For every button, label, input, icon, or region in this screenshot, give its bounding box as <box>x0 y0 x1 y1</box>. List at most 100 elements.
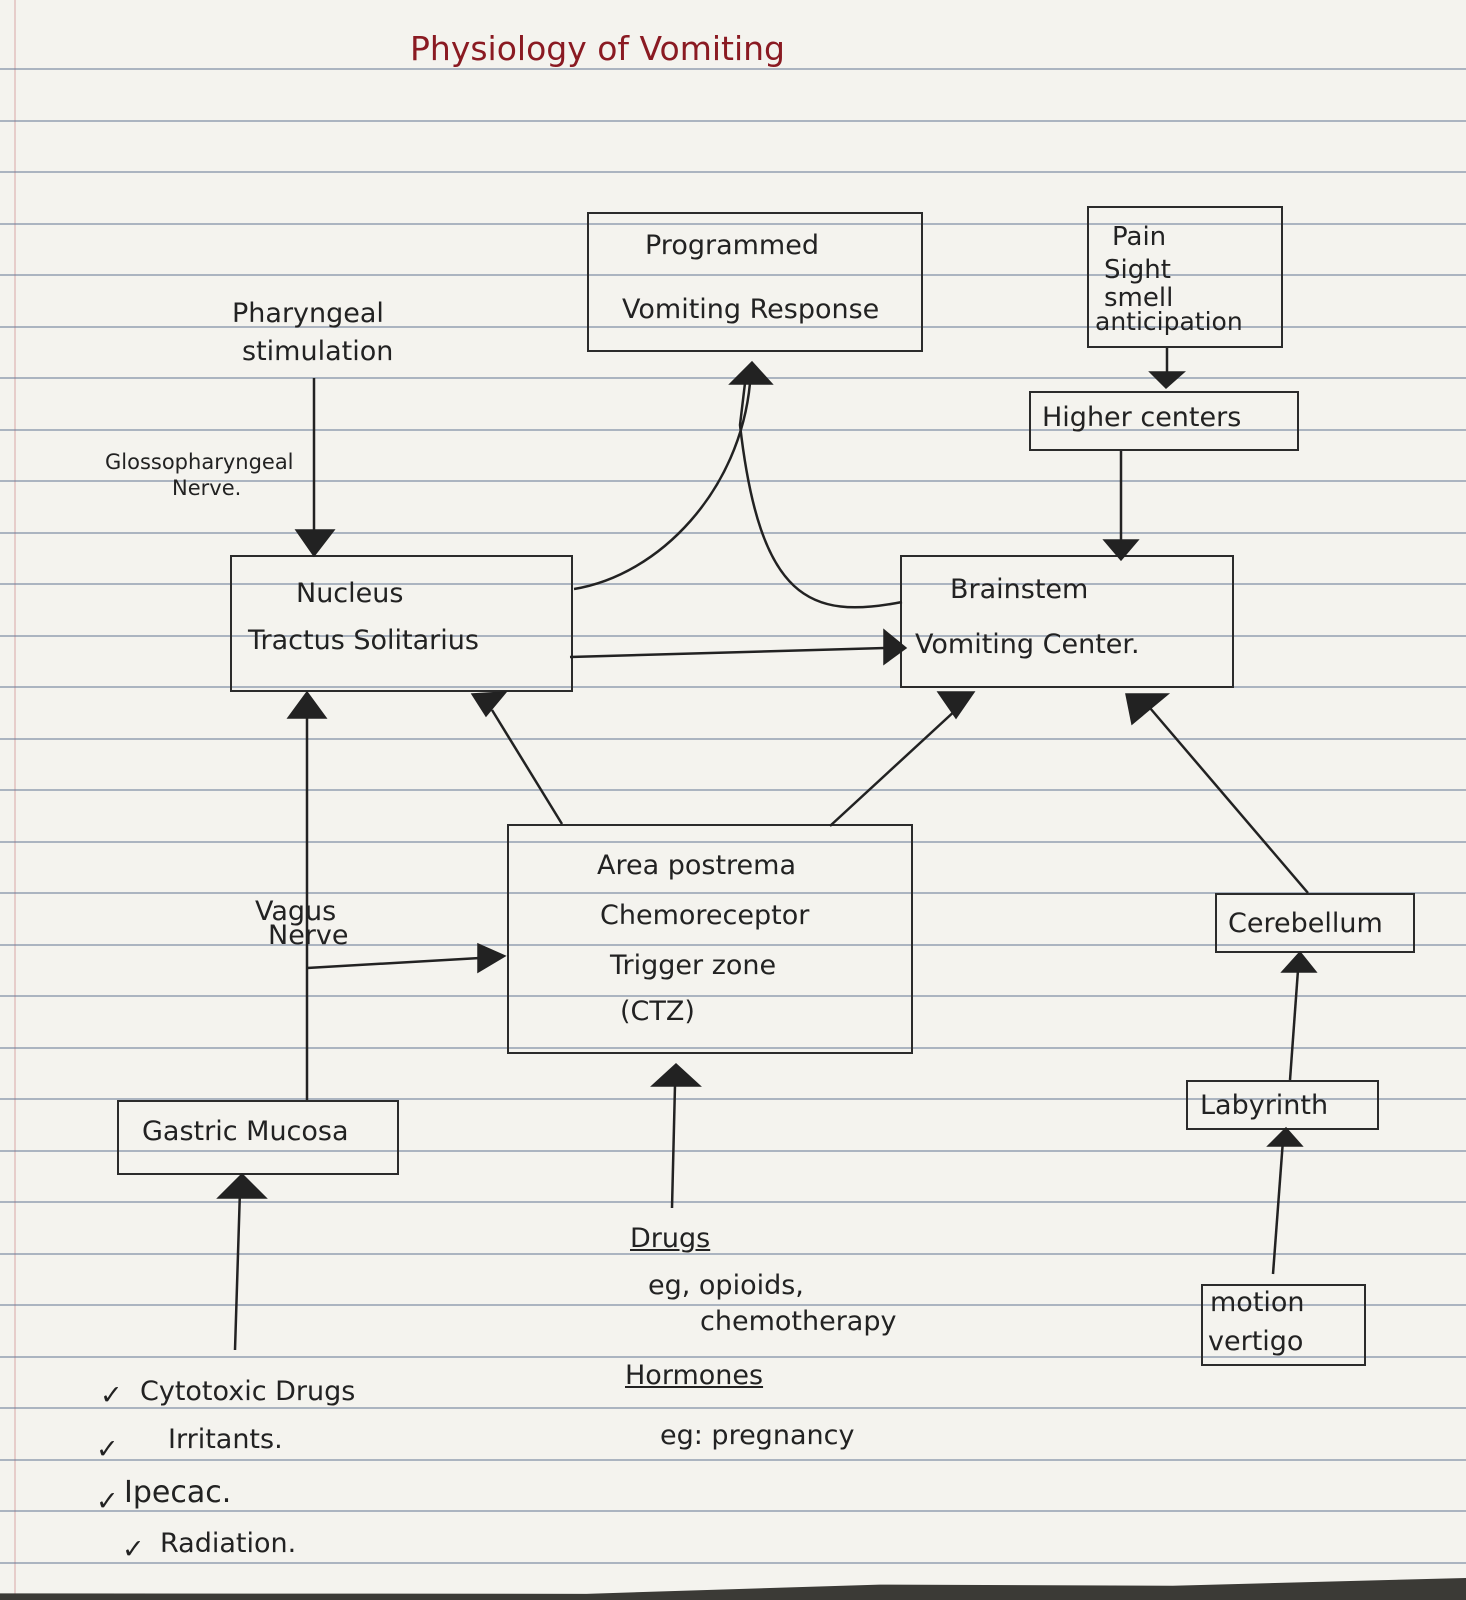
arrowhead-down-nts <box>294 529 336 558</box>
ruled-line <box>0 686 1466 688</box>
arrowhead-up-bvc-right <box>1125 693 1171 726</box>
ruled-line <box>0 68 1466 70</box>
pharyngeal-label-line1: Pharyngeal <box>232 298 384 329</box>
ruled-line <box>0 841 1466 843</box>
ruled-line <box>0 583 1466 585</box>
arrowhead-up-bvc-left <box>936 691 976 720</box>
cause-item: Cytotoxic Drugs <box>140 1376 356 1407</box>
ruled-line <box>0 1562 1466 1564</box>
ruled-line <box>0 1253 1466 1255</box>
ruled-line <box>0 429 1466 431</box>
ruled-line <box>0 635 1466 637</box>
ruled-line <box>0 944 1466 946</box>
bvc-label-line2: Vomiting Center. <box>915 629 1140 660</box>
cerebellum-box <box>1215 893 1415 953</box>
ruled-line <box>0 532 1466 534</box>
ruled-line <box>0 480 1466 482</box>
arrow-motion-to-labyrinth <box>1271 1139 1285 1275</box>
gastric-mucosa-box <box>117 1100 399 1175</box>
cause-item: Irritants. <box>168 1424 283 1455</box>
cause-check: ✓ <box>96 1486 119 1517</box>
cause-check: ✓ <box>96 1434 119 1465</box>
ctz-label-line1: Area postrema <box>597 850 796 881</box>
arrowhead-right-bvc <box>883 628 908 666</box>
arrow-causes-to-gastric <box>233 1189 242 1351</box>
arrowhead-up-nts-right <box>470 691 508 718</box>
nucleus-tractus-solitarius-box <box>230 555 573 692</box>
cause-check: ✓ <box>100 1380 123 1411</box>
arrow-drugs-to-ctz <box>670 1084 677 1209</box>
ruled-line <box>0 892 1466 894</box>
arrowhead-up-labyrinth <box>1266 1126 1304 1147</box>
pvr-label-line1: Programmed <box>645 230 819 261</box>
ruled-line <box>0 1201 1466 1203</box>
ruled-line <box>0 274 1466 276</box>
arrowhead-up-pvr <box>728 360 774 385</box>
cause-check: ✓ <box>122 1534 145 1565</box>
ruled-line <box>0 1510 1466 1512</box>
labyrinth-box <box>1186 1080 1379 1130</box>
ruled-line <box>0 1356 1466 1358</box>
programmed-vomiting-response-box <box>587 212 923 352</box>
glossopharyngeal-label-line2: Nerve. <box>172 476 242 500</box>
ruled-line <box>0 377 1466 379</box>
ruled-line <box>0 1304 1466 1306</box>
vertigo-label: vertigo <box>1208 1326 1304 1357</box>
arrowhead-up-nts-left <box>286 690 328 719</box>
stimulus-pain: Pain <box>1112 222 1167 252</box>
ruled-line <box>0 223 1466 225</box>
ruled-line <box>0 789 1466 791</box>
ctz-label-line2: Chemoreceptor <box>600 900 810 931</box>
arrowhead-right-ctz <box>477 942 507 974</box>
ruled-line <box>0 326 1466 328</box>
ctz-label-line4: (CTZ) <box>620 996 695 1027</box>
ruled-line <box>0 171 1466 173</box>
arrow-nts-to-pvr <box>573 382 752 591</box>
brainstem-vomiting-center-box <box>900 555 1234 688</box>
ruled-line <box>0 120 1466 122</box>
hormones-example: eg: pregnancy <box>660 1420 855 1451</box>
labyrinth-label: Labyrinth <box>1200 1090 1329 1121</box>
arrow-bvc-to-pvr <box>738 382 903 609</box>
higher-centers-label: Higher centers <box>1042 402 1242 433</box>
cause-item: Radiation. <box>160 1528 297 1559</box>
arrow-nts-to-bvc <box>569 646 886 659</box>
nts-label-line2: Tractus Solitarius <box>248 625 479 656</box>
gastric-mucosa-label: Gastric Mucosa <box>142 1116 349 1147</box>
higher-centers-box <box>1029 391 1299 451</box>
arrow-cerebellum-to-bvc <box>1149 707 1309 894</box>
drugs-example-line2: chemotherapy <box>700 1306 897 1337</box>
nts-label-line1: Nucleus <box>296 578 404 609</box>
ruled-line <box>0 1047 1466 1049</box>
vagus-label-line1: Vagus <box>255 896 337 927</box>
sensory-stimuli-box <box>1087 206 1283 348</box>
cerebellum-label: Cerebellum <box>1228 908 1383 939</box>
motion-vertigo-box <box>1201 1284 1366 1366</box>
drugs-heading: Drugs <box>630 1223 711 1254</box>
glossopharyngeal-label-line1: Glossopharyngeal <box>105 450 294 474</box>
page-title: Physiology of Vomiting <box>410 29 786 68</box>
cause-item: Ipecac. <box>124 1475 232 1510</box>
ruled-line <box>0 738 1466 740</box>
arrow-labyrinth-to-cerebellum <box>1288 969 1300 1081</box>
ruled-line <box>0 1459 1466 1461</box>
arrowhead-down-bvc <box>1102 539 1140 562</box>
stimulus-anticipation: anticipation <box>1095 307 1243 336</box>
arrowhead-up-ctz <box>650 1062 702 1087</box>
ruled-line <box>0 995 1466 997</box>
pvr-label-line2: Vomiting Response <box>622 294 880 325</box>
arrow-vagus-to-ctz <box>306 956 481 970</box>
drugs-example-line1: eg, opioids, <box>648 1270 804 1301</box>
stimulus-smell: smell <box>1104 283 1174 313</box>
arrowhead-down-higher <box>1148 371 1186 390</box>
arrow-ctz-to-bvc <box>829 707 959 827</box>
bvc-label-line1: Brainstem <box>950 574 1089 605</box>
ctz-label-line3: Trigger zone <box>610 950 777 981</box>
arrow-ctz-to-nts <box>490 709 564 825</box>
hormones-heading: Hormones <box>625 1360 764 1391</box>
arrowhead-up-cerebellum <box>1280 950 1318 973</box>
pharyngeal-label-line2: stimulation <box>242 336 394 367</box>
ruled-line <box>0 1407 1466 1409</box>
